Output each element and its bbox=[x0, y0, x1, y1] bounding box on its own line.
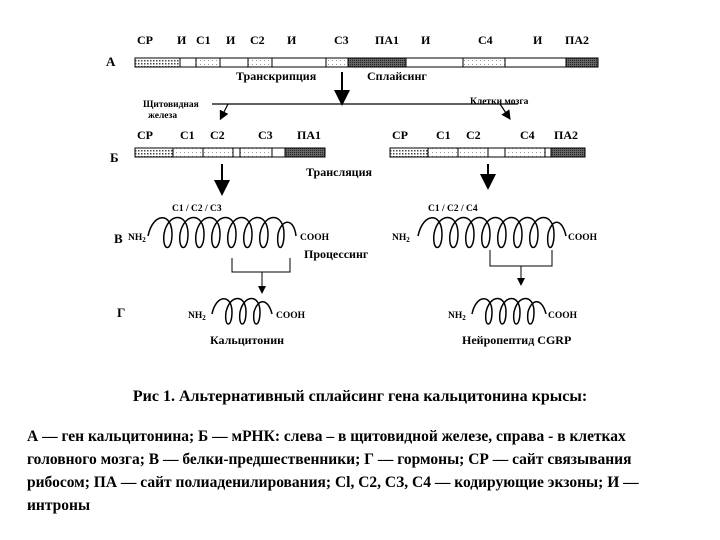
calcitonin-nh2: NH2 bbox=[188, 311, 206, 322]
left-mrna-cp: СР bbox=[137, 128, 153, 142]
row-label-v: В bbox=[114, 231, 123, 246]
left-mrna-c2: С2 bbox=[210, 128, 225, 142]
gene-label-c4: С4 bbox=[478, 33, 493, 47]
gene-label-intron: И bbox=[533, 33, 543, 47]
right-mrna-c2: С2 bbox=[466, 128, 481, 142]
left-branch-arrow bbox=[219, 103, 229, 121]
gene-label-c2: С2 bbox=[250, 33, 265, 47]
brain-label: Клетки мозга bbox=[470, 97, 529, 107]
left-protein-exons: С1 / С2 / С3 bbox=[172, 204, 222, 214]
left-mrna-c1: С1 bbox=[180, 128, 195, 142]
calcitonin-label: Кальцитонин bbox=[210, 333, 284, 347]
figure-title: Рис 1. Альтернативный сплайсинг гена кал… bbox=[132, 388, 588, 405]
left-precursor-cooh: COOH bbox=[300, 233, 330, 243]
row-label-g: Г bbox=[117, 305, 125, 320]
gene-label-intron: И bbox=[177, 33, 187, 47]
right-precursor-helix bbox=[417, 216, 567, 249]
left-precursor-helix bbox=[147, 216, 297, 249]
gene-label-c3: С3 bbox=[334, 33, 349, 47]
calcitonin-helix bbox=[211, 297, 273, 325]
cgrp-helix bbox=[471, 297, 547, 325]
calcitonin-cooh: COOH bbox=[276, 311, 306, 321]
thyroid-label: Щитовидная bbox=[143, 100, 199, 110]
right-mrna-bar bbox=[389, 147, 586, 158]
figure-caption: А — ген кальцитонина; Б — мРНК: слева – … bbox=[27, 428, 639, 514]
left-processing-bracket bbox=[231, 258, 291, 273]
left-precursor-nh2: NH2 bbox=[128, 233, 146, 244]
gene-label-pa1: ПА1 bbox=[375, 33, 399, 47]
left-mrna-c3: С3 bbox=[258, 128, 273, 142]
left-mrna-pa1: ПА1 bbox=[297, 128, 321, 142]
translation-label: Трансляция bbox=[306, 165, 373, 179]
cgrp-nh2: NH2 bbox=[448, 311, 466, 322]
splicing-diagram: А Б В Г СР И С1 И С2 И С3 ПА1 И С4 И ПА2… bbox=[106, 33, 599, 347]
right-protein-exons: С1 / С2 / С4 bbox=[428, 204, 478, 214]
thyroid-label-2: железа bbox=[148, 111, 177, 121]
right-precursor-nh2: NH2 bbox=[392, 233, 410, 244]
gene-label-cp: СР bbox=[137, 33, 153, 47]
left-mrna-bar bbox=[134, 147, 326, 158]
processing-label: Процессинг bbox=[304, 247, 369, 261]
right-mrna-pa2: ПА2 bbox=[554, 128, 578, 142]
row-label-a: А bbox=[106, 54, 116, 69]
transcription-label: Транскрипция bbox=[236, 69, 317, 83]
right-mrna-c4: С4 bbox=[520, 128, 535, 142]
gene-bar bbox=[134, 57, 599, 68]
cgrp-label: Нейропептид CGRP bbox=[462, 333, 571, 347]
right-branch-arrow bbox=[499, 103, 511, 120]
right-processing-bracket bbox=[489, 250, 553, 267]
right-mrna-cp: СР bbox=[392, 128, 408, 142]
cgrp-cooh: COOH bbox=[548, 311, 578, 321]
gene-label-intron: И bbox=[226, 33, 236, 47]
splicing-label: Сплайсинг bbox=[367, 69, 427, 83]
right-precursor-cooh: COOH bbox=[568, 233, 598, 243]
gene-label-intron: И bbox=[287, 33, 297, 47]
gene-label-pa2: ПА2 bbox=[565, 33, 589, 47]
gene-label-intron: И bbox=[421, 33, 431, 47]
gene-label-c1: С1 bbox=[196, 33, 211, 47]
row-label-b: Б bbox=[110, 150, 119, 165]
right-mrna-c1: С1 bbox=[436, 128, 451, 142]
